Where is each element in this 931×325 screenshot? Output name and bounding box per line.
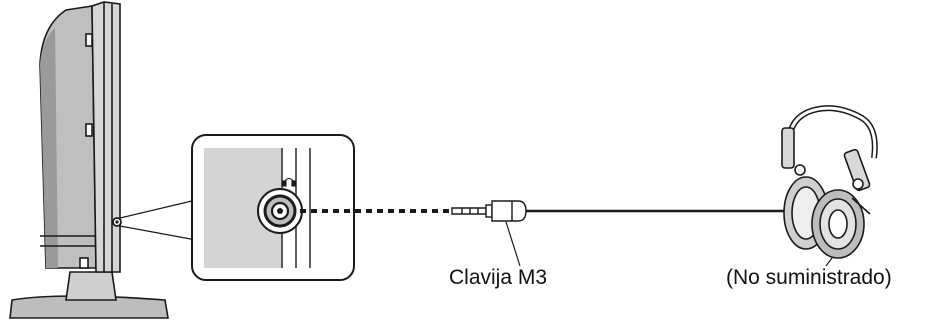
plug-collar: [485, 204, 493, 218]
plug-label: Clavija M3: [449, 266, 548, 289]
headphones-label: (No suministrado): [726, 266, 892, 289]
headphone-label-leader: [825, 257, 833, 267]
headphones: [781, 105, 878, 259]
tv-vent-low: [79, 257, 89, 269]
plug-tip: [451, 207, 487, 215]
tv-side-view: [9, 1, 169, 319]
tv-stand-neck: [65, 271, 117, 301]
plug-m3: [451, 200, 527, 222]
zoom-leader-lines: [119, 199, 197, 241]
tv-vent-mid: [85, 123, 93, 137]
tv-frame: [91, 1, 121, 273]
zoom-jack-hole: [277, 208, 283, 214]
tv-back-shade: [40, 28, 58, 268]
zoom-box: [191, 134, 355, 281]
plug-body: [491, 200, 527, 222]
tv-vent-top: [85, 33, 93, 47]
plug-label-leader: [505, 221, 521, 267]
headphone-jack-icon: [282, 177, 296, 187]
